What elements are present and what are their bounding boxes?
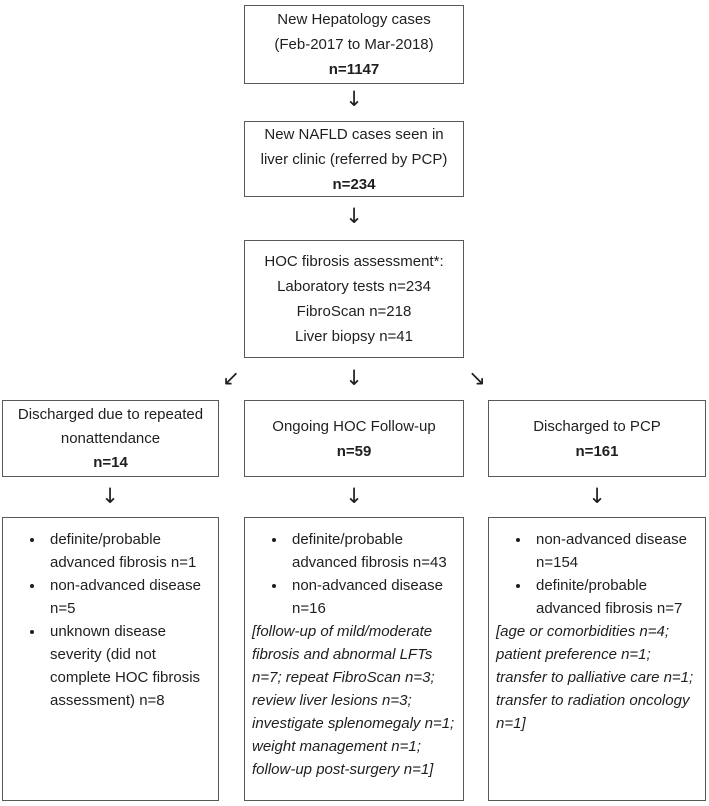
count-label: n=14	[93, 453, 128, 471]
down-arrow-icon: ↓	[345, 87, 363, 111]
count-label: n=234	[332, 175, 376, 193]
outcome-note: [age or comorbidities n=4; patient prefe…	[496, 623, 694, 732]
outcome-bullet: definite/probable advanced fibrosis n=43	[287, 528, 459, 574]
box-text-line: Laboratory tests n=234	[277, 278, 431, 295]
box-hoc-fibrosis-assessment: HOC fibrosis assessment*: Laboratory tes…	[244, 240, 464, 358]
down-arrow-icon: ↓	[101, 484, 119, 508]
box-outcomes-pcp: non-advanced disease n=154 definite/prob…	[488, 517, 706, 801]
outcome-bullet: unknown disease severity (did not comple…	[45, 620, 214, 712]
outcome-note: [follow-up of mild/moderate fibrosis and…	[252, 623, 455, 778]
outcome-bullet: definite/probable advanced fibrosis n=7	[531, 574, 701, 620]
outcome-bullet: non-advanced disease n=5	[45, 574, 214, 620]
outcome-bullet-list: definite/probable advanced fibrosis n=43…	[245, 528, 463, 620]
box-discharged-to-pcp: Discharged to PCP n=161	[488, 400, 706, 477]
box-text-line: Ongoing HOC Follow-up	[272, 417, 436, 435]
down-right-arrow-icon: ↘	[468, 366, 486, 390]
box-text-line: Discharged due to repeated	[17, 405, 204, 423]
box-ongoing-hoc-followup: Ongoing HOC Follow-up n=59	[244, 400, 464, 477]
count-label: n=59	[336, 442, 372, 460]
box-text-line: (Feb-2017 to Mar-2018)	[274, 36, 434, 53]
outcome-bullet-list: non-advanced disease n=154 definite/prob…	[489, 528, 705, 620]
down-arrow-icon: ↓	[345, 204, 363, 228]
box-outcomes-followup: definite/probable advanced fibrosis n=43…	[244, 517, 464, 801]
box-outcomes-nonattendance: definite/probable advanced fibrosis n=1 …	[2, 517, 219, 801]
box-text-line: New Hepatology cases	[277, 11, 431, 28]
box-text-line: Liver biopsy n=41	[295, 328, 413, 345]
outcome-bullet: non-advanced disease n=154	[531, 528, 701, 574]
box-text-line: New NAFLD cases seen in	[264, 125, 444, 143]
box-text-line: Discharged to PCP	[533, 417, 661, 435]
outcome-bullet-list: definite/probable advanced fibrosis n=1 …	[3, 528, 218, 712]
outcome-bullet: definite/probable advanced fibrosis n=1	[45, 528, 214, 574]
down-left-arrow-icon: ↙	[222, 366, 240, 390]
box-text-line: liver clinic (referred by PCP)	[260, 150, 448, 168]
count-label: n=161	[575, 442, 619, 460]
box-discharged-nonattendance: Discharged due to repeated nonattendance…	[2, 400, 219, 477]
box-text-line: nonattendance	[60, 429, 161, 447]
outcome-bullet: non-advanced disease n=16	[287, 574, 459, 620]
count-label: n=1147	[328, 61, 380, 78]
box-text-line: FibroScan n=218	[296, 303, 412, 320]
down-arrow-icon: ↓	[345, 366, 363, 390]
down-arrow-icon: ↓	[345, 484, 363, 508]
box-text-line: HOC fibrosis assessment*:	[264, 253, 444, 270]
box-new-hepatology-cases: New Hepatology cases (Feb-2017 to Mar-20…	[244, 5, 464, 84]
box-new-nafld-cases: New NAFLD cases seen in liver clinic (re…	[244, 121, 464, 197]
down-arrow-icon: ↓	[588, 484, 606, 508]
